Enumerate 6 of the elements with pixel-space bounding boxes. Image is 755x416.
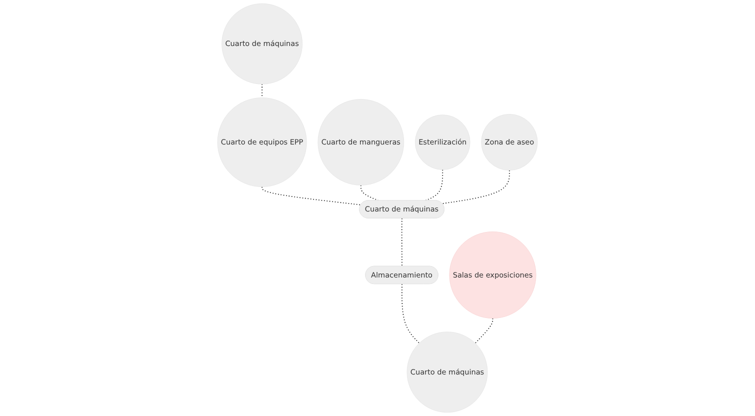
connector xyxy=(442,170,510,204)
connector xyxy=(262,84,263,98)
connector xyxy=(474,318,494,344)
connector xyxy=(401,284,420,344)
connector xyxy=(401,218,402,267)
connector xyxy=(262,186,362,206)
